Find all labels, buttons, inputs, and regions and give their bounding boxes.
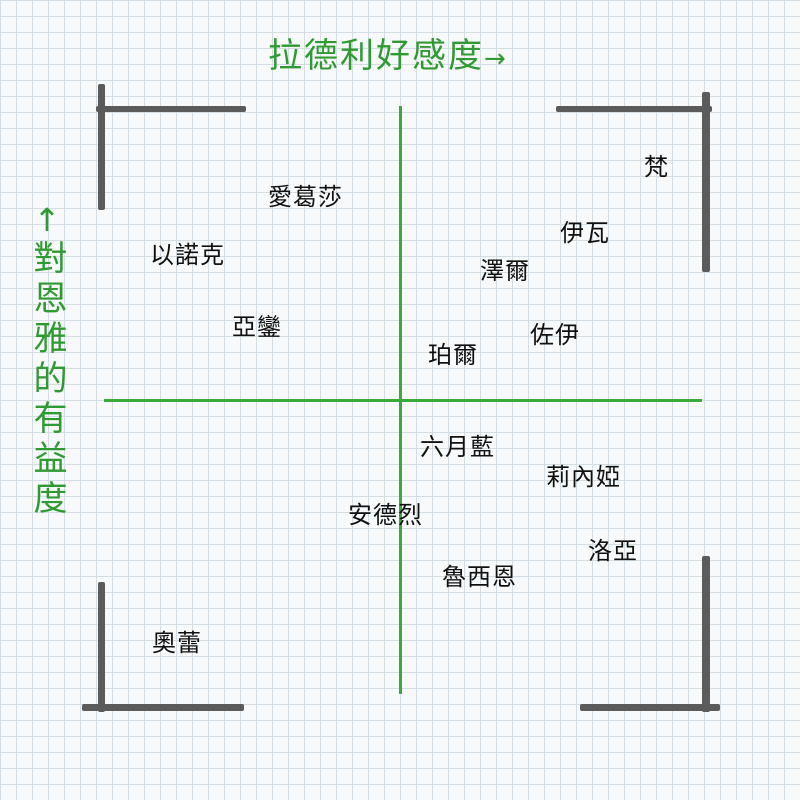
label-poer: 珀爾 — [428, 341, 478, 369]
frame-corner-bottom-left-v — [98, 582, 105, 712]
label-aolei: 奧蕾 — [152, 629, 202, 657]
label-andelie: 安德烈 — [348, 501, 423, 529]
horizontal-axis-line — [104, 399, 702, 402]
label-liuyue: 六月藍 — [420, 433, 495, 461]
y-axis-label: 對恩雅的有益度 — [27, 240, 67, 520]
frame-corner-top-right-h — [556, 106, 712, 112]
label-aisha: 愛葛莎 — [268, 183, 343, 211]
label-yaluan: 亞鑾 — [232, 313, 282, 341]
x-axis-label: 拉德利好感度 — [268, 36, 484, 76]
frame-corner-top-left-v — [98, 84, 105, 210]
label-lineiya: 莉內婭 — [546, 463, 621, 491]
label-fan: 梵 — [644, 153, 669, 181]
frame-corner-top-right-v — [702, 92, 710, 272]
frame-corner-bottom-right-v — [702, 556, 710, 712]
x-axis-arrow-icon: → — [484, 44, 508, 74]
y-axis-arrow-icon: ↑ — [33, 201, 61, 239]
label-zeer: 澤爾 — [480, 257, 530, 285]
label-luoya: 洛亞 — [588, 537, 638, 565]
label-yiwa: 伊瓦 — [560, 219, 610, 247]
label-ienok: 以諾克 — [150, 241, 225, 269]
frame-corner-bottom-right-h — [580, 704, 720, 711]
label-luxien: 魯西恩 — [442, 563, 517, 591]
x-axis-title: 拉德利好感度→ — [268, 34, 538, 78]
frame-corner-bottom-left-h — [82, 704, 244, 711]
frame-corner-top-left-h — [96, 106, 246, 112]
y-axis-title: ↑ 對恩雅的有益度 — [26, 200, 68, 600]
label-zuoyi: 佐伊 — [530, 321, 580, 349]
